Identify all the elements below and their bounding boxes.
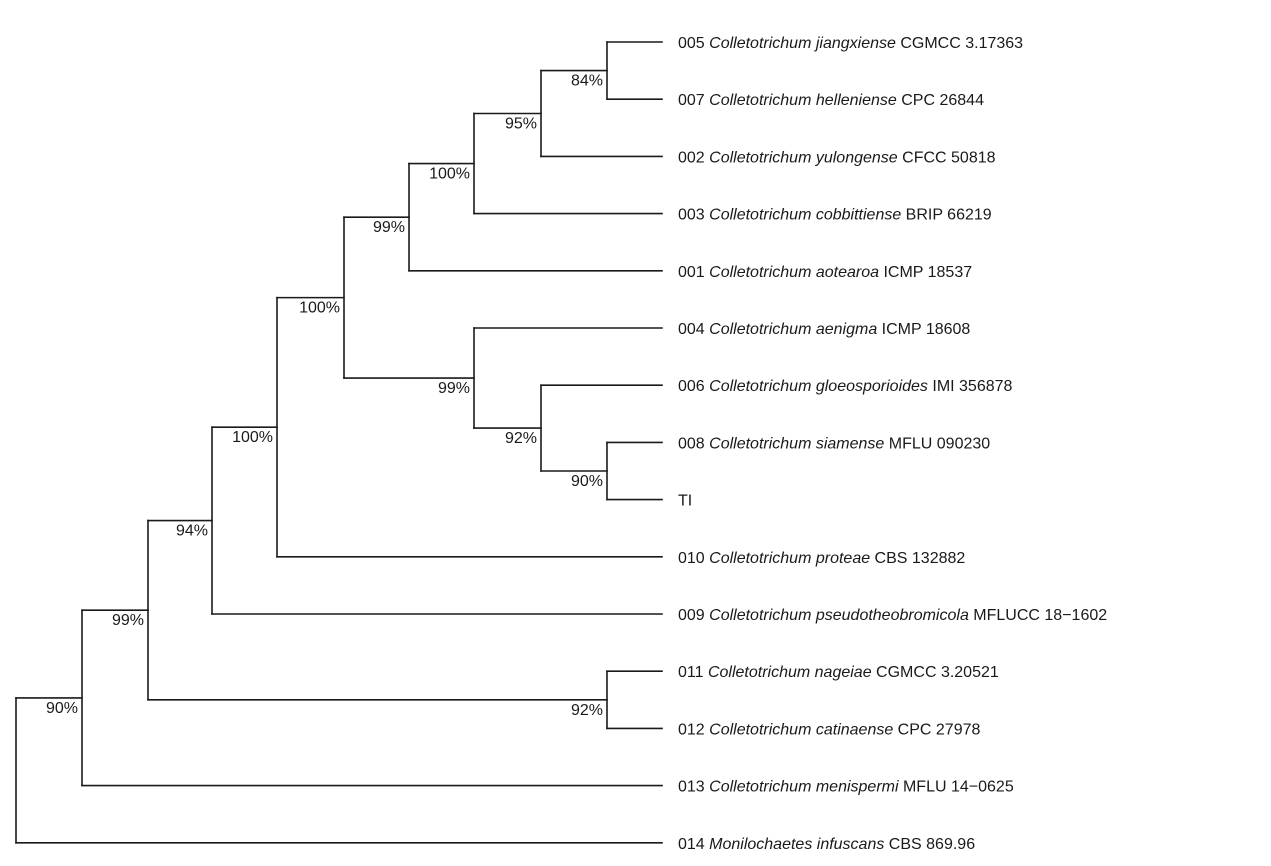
support-value-n2: 95% xyxy=(505,116,537,133)
taxon-label: 010 Colletotrichum proteae CBS 132882 xyxy=(678,550,965,567)
taxon-label: 012 Colletotrichum catinaense CPC 27978 xyxy=(678,721,981,738)
support-value-n4: 99% xyxy=(373,219,405,236)
support-value-n5: 90% xyxy=(571,473,603,490)
support-value-n6: 92% xyxy=(505,430,537,447)
support-value-n10: 94% xyxy=(176,523,208,540)
support-value-n12: 99% xyxy=(112,612,144,629)
taxon-label: 011 Colletotrichum nageiae CGMCC 3.20521 xyxy=(678,664,999,681)
support-value-n8: 100% xyxy=(299,300,340,317)
taxon-label: 006 Colletotrichum gloeosporioides IMI 3… xyxy=(678,378,1013,395)
taxon-label: 007 Colletotrichum helleniense CPC 26844 xyxy=(678,92,984,109)
support-value-n1: 84% xyxy=(571,73,603,90)
taxon-label: 004 Colletotrichum aenigma ICMP 18608 xyxy=(678,321,970,338)
taxon-label: 013 Colletotrichum menispermi MFLU 14−06… xyxy=(678,779,1014,796)
taxon-label: 009 Colletotrichum pseudotheobromicola M… xyxy=(678,607,1107,624)
taxon-label: 014 Monilochaetes infuscans CBS 869.96 xyxy=(678,836,975,853)
tree-branches xyxy=(15,41,663,844)
support-value-n7: 99% xyxy=(438,380,470,397)
support-values: 84% 95% 100% 99% 90% 92% 99% 100% 100% 94% 92% 99% 9… xyxy=(46,73,603,719)
taxon-label: 001 Colletotrichum aotearoa ICMP 18537 xyxy=(678,264,972,281)
taxon-labels: 005 Colletotrichum jiangxiense CGMCC 3.1… xyxy=(678,35,1107,853)
support-value-n9: 100% xyxy=(232,429,273,446)
support-value-n3: 100% xyxy=(429,166,470,183)
taxon-label: TI xyxy=(678,493,692,510)
support-value-n13: 90% xyxy=(46,700,78,717)
taxon-label: 005 Colletotrichum jiangxiense CGMCC 3.1… xyxy=(678,35,1023,52)
taxon-label: 003 Colletotrichum cobbittiense BRIP 662… xyxy=(678,207,992,224)
taxon-label: 002 Colletotrichum yulongense CFCC 50818 xyxy=(678,149,996,166)
support-value-n11: 92% xyxy=(571,702,603,719)
taxon-label: 008 Colletotrichum siamense MFLU 090230 xyxy=(678,435,990,452)
